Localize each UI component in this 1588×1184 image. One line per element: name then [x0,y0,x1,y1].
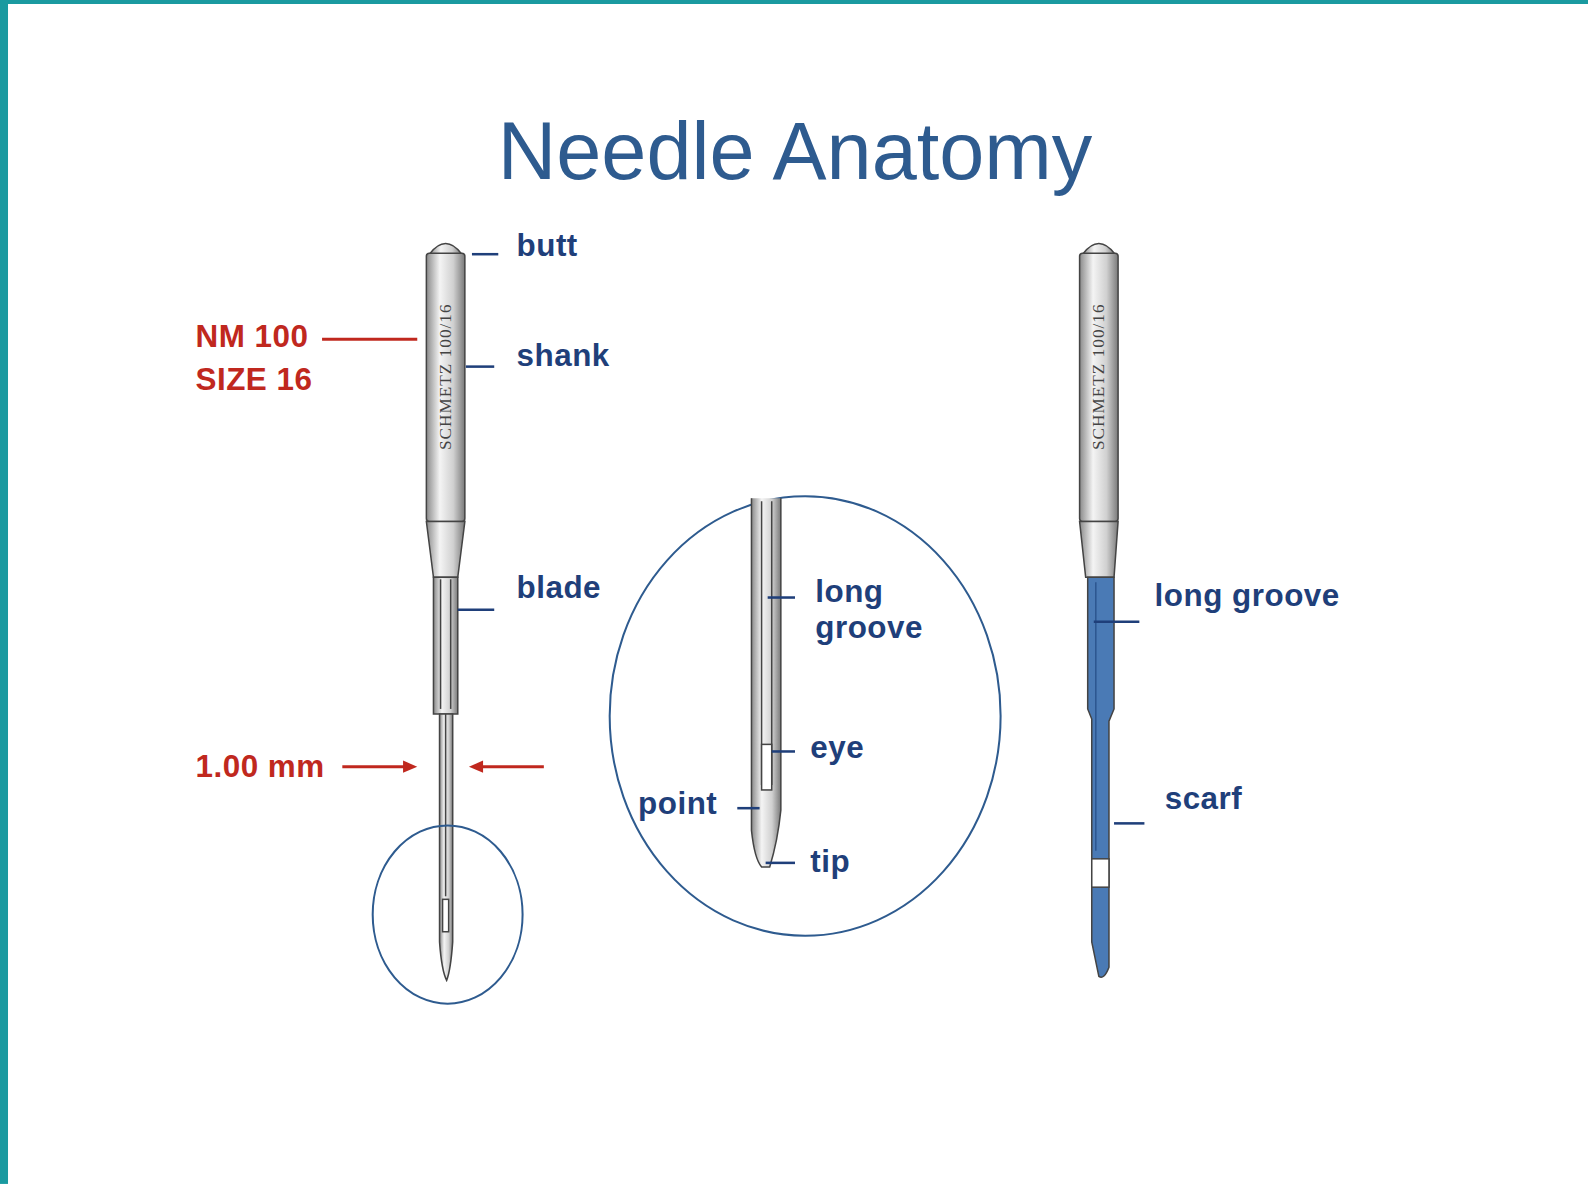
part-name: point [638,786,717,822]
leader-lines [458,254,1145,863]
part-name: blade [517,569,602,605]
detail-circle [373,825,523,1003]
side-needle [1080,244,1118,978]
magnifier-circle [610,496,1001,936]
size-marking: NM 100 [195,318,308,354]
part-name: shank [517,337,610,373]
part-name: tip [810,844,850,880]
part-name: scarf [1165,781,1243,817]
size-marking: SIZE 16 [195,362,312,398]
needle-imprint: SCHMETZ 100/16 [436,303,456,450]
needle-detail [751,498,780,867]
dimension-marks [322,339,544,772]
needle-imprint: SCHMETZ 100/16 [1089,303,1109,450]
part-name: eye [810,729,864,765]
dimension-label: 1.00 mm [195,749,324,785]
part-name: long groove [815,574,937,646]
part-name: long groove [1155,577,1340,613]
diagram-title: Needle Anatomy [498,105,1093,198]
front-needle [426,244,464,981]
part-name: butt [517,228,578,264]
